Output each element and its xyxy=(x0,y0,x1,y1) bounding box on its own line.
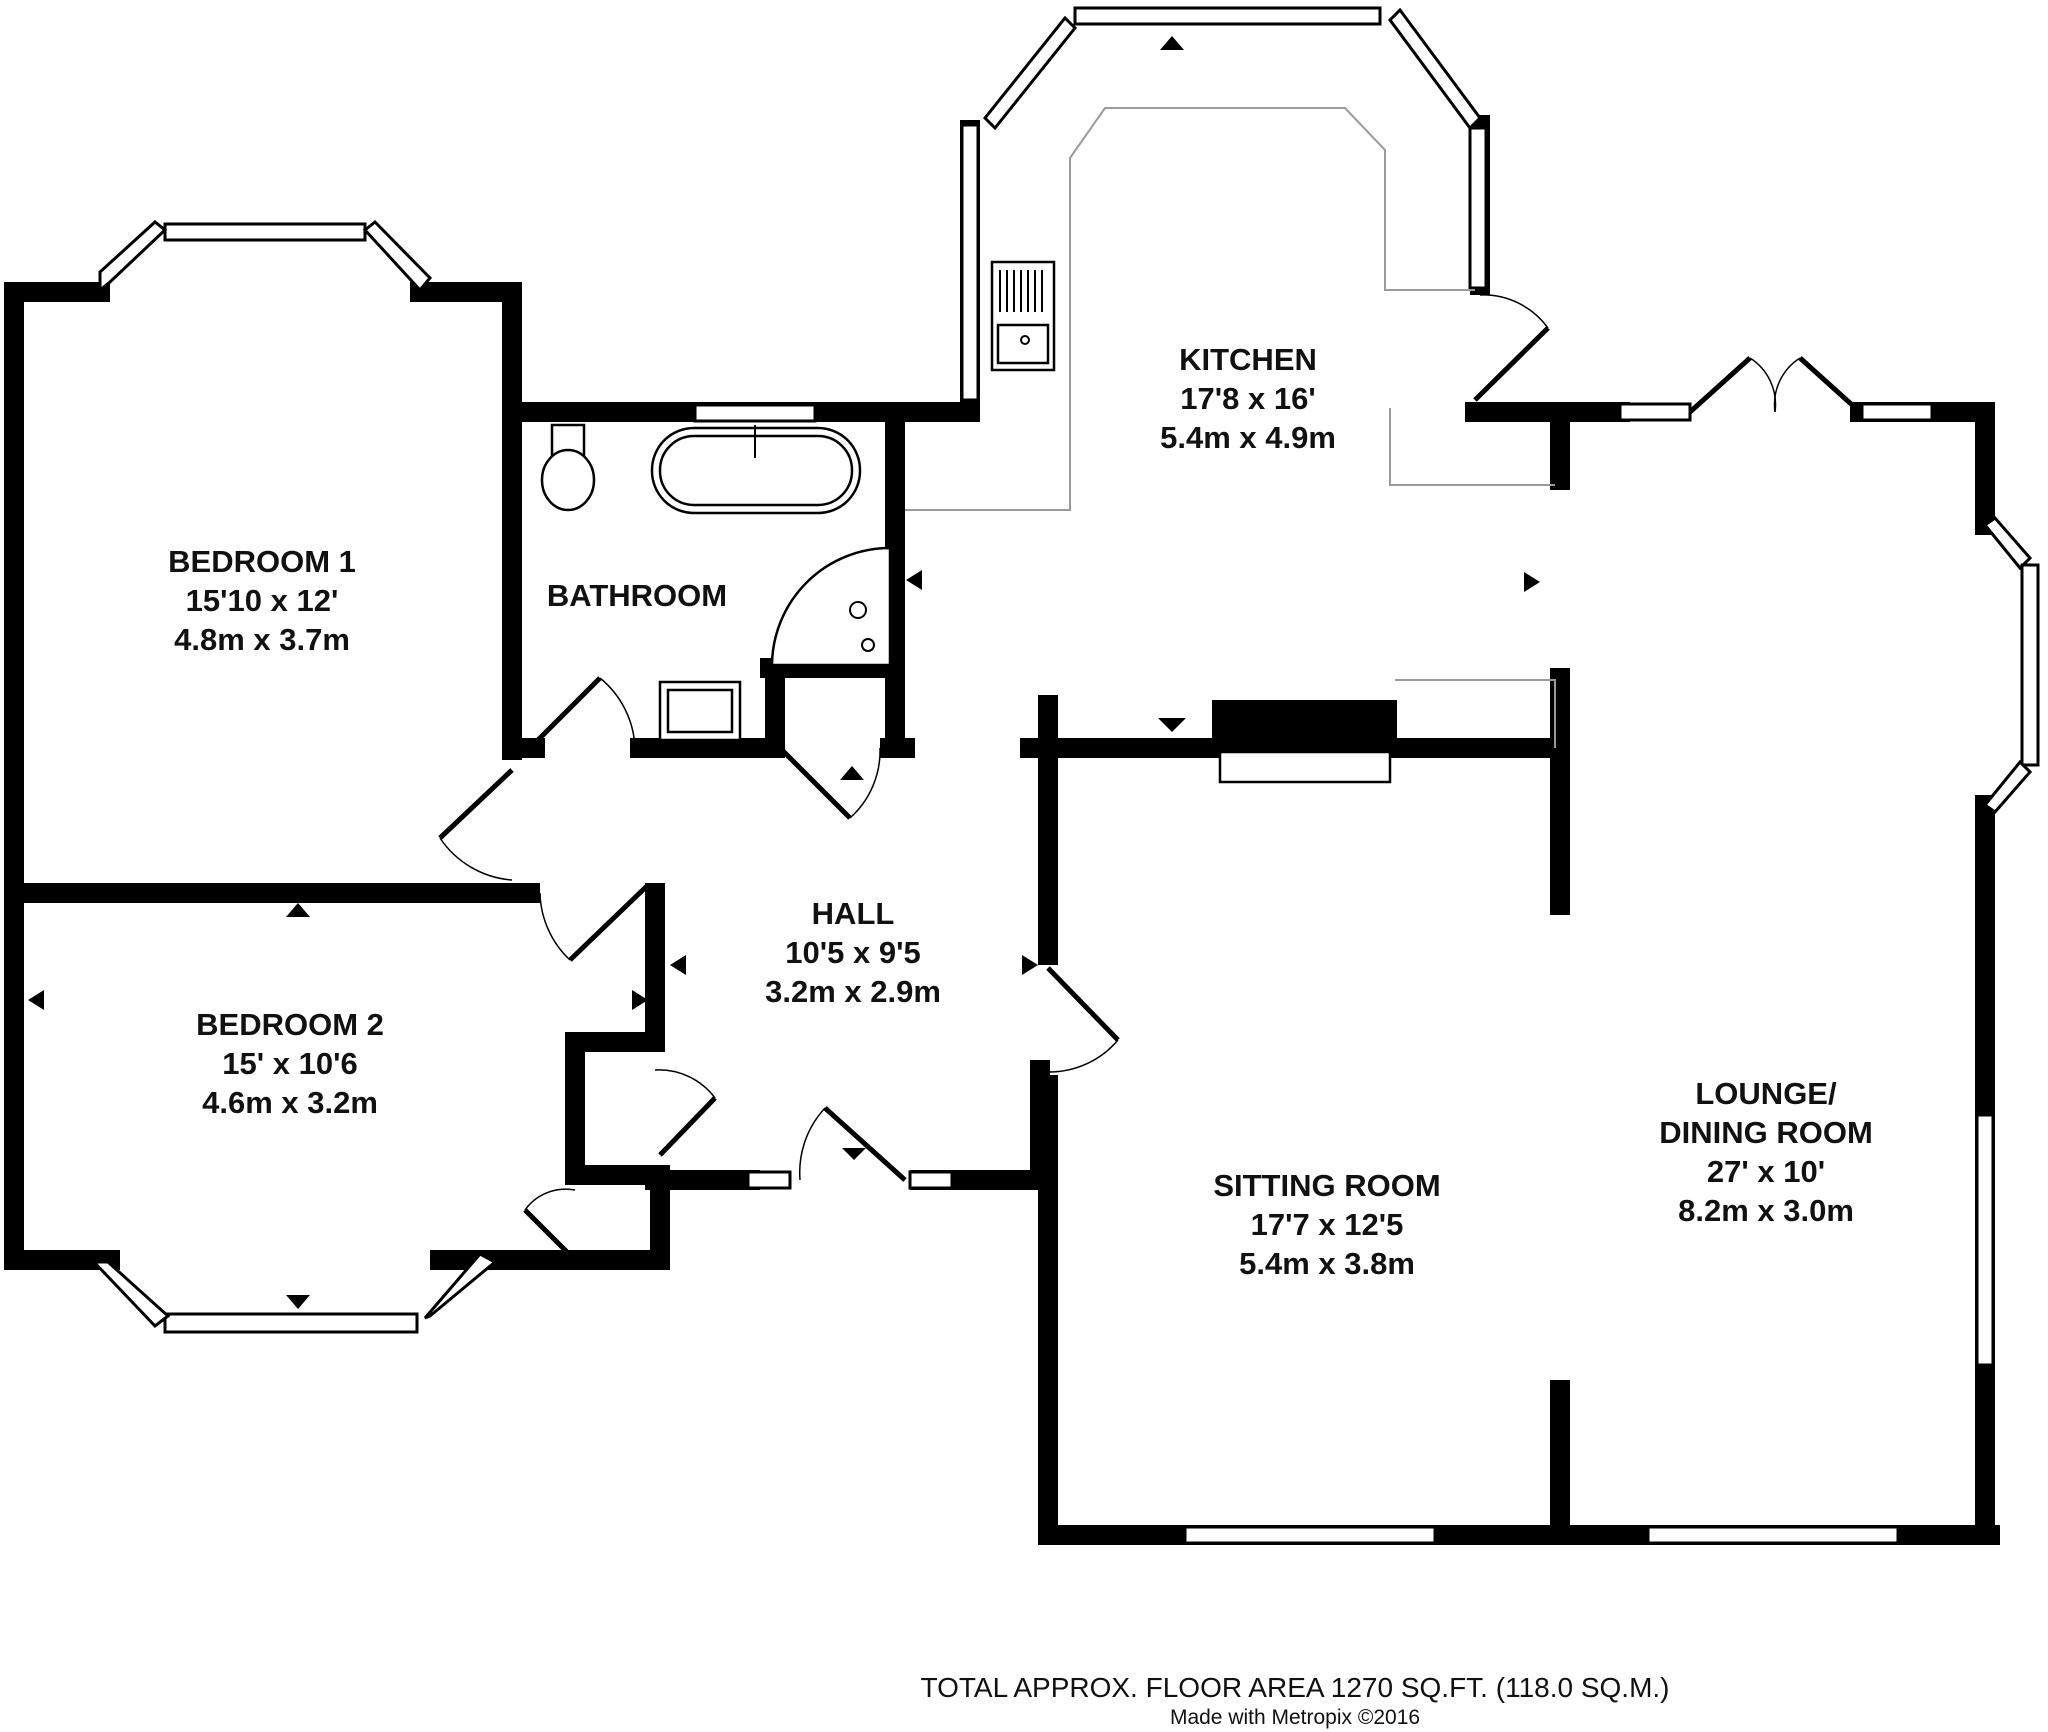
room-bathroom: BATHROOM xyxy=(547,578,727,613)
room-bedroom-1: BEDROOM 1 15'10 x 12' 4.8m x 3.7m xyxy=(168,544,356,657)
room-kitchen: KITCHEN 17'8 x 16' 5.4m x 4.9m xyxy=(1160,342,1336,455)
room-metric: 5.4m x 4.9m xyxy=(1160,420,1336,455)
room-name: KITCHEN xyxy=(1179,342,1317,377)
credit-line: Made with Metropix ©2016 xyxy=(1170,1706,1420,1729)
total-floor-area: TOTAL APPROX. FLOOR AREA 1270 SQ.FT. (11… xyxy=(921,1672,1670,1703)
room-imperial: 15' x 10'6 xyxy=(222,1046,357,1081)
room-name: BEDROOM 1 xyxy=(168,544,356,579)
shower xyxy=(770,546,892,667)
fixtures xyxy=(540,107,1556,784)
room-imperial: 10'5 x 9'5 xyxy=(785,935,920,970)
room-metric: 5.4m x 3.8m xyxy=(1239,1246,1415,1281)
room-metric: 4.6m x 3.2m xyxy=(202,1085,378,1120)
room-hall: HALL 10'5 x 9'5 3.2m x 2.9m xyxy=(765,896,941,1009)
room-name: SITTING ROOM xyxy=(1213,1168,1440,1203)
fireplace xyxy=(1212,700,1397,752)
room-sitting-room: SITTING ROOM 17'7 x 12'5 5.4m x 3.8m xyxy=(1213,1168,1440,1281)
room-imperial: 27' x 10' xyxy=(1707,1154,1825,1189)
room-lounge-dining: LOUNGE/ DINING ROOM 27' x 10' 8.2m x 3.0… xyxy=(1659,1076,1873,1228)
room-bedroom-2: BEDROOM 2 15' x 10'6 4.6m x 3.2m xyxy=(196,1007,384,1120)
room-name: BATHROOM xyxy=(547,578,727,613)
windows xyxy=(90,6,2040,1545)
room-name: BEDROOM 2 xyxy=(196,1007,384,1042)
room-imperial: 17'7 x 12'5 xyxy=(1251,1207,1404,1242)
room-imperial: 17'8 x 16' xyxy=(1180,381,1315,416)
room-metric: 3.2m x 2.9m xyxy=(765,974,941,1009)
doors xyxy=(438,294,1862,1257)
room-name-line-2: DINING ROOM xyxy=(1659,1115,1873,1150)
room-metric: 4.8m x 3.7m xyxy=(174,622,350,657)
room-name: LOUNGE/ xyxy=(1695,1076,1837,1111)
arrows xyxy=(28,36,1540,1309)
room-name: HALL xyxy=(812,896,895,931)
toilet xyxy=(550,423,586,457)
room-metric: 8.2m x 3.0m xyxy=(1678,1193,1854,1228)
room-imperial: 15'10 x 12' xyxy=(186,583,339,618)
